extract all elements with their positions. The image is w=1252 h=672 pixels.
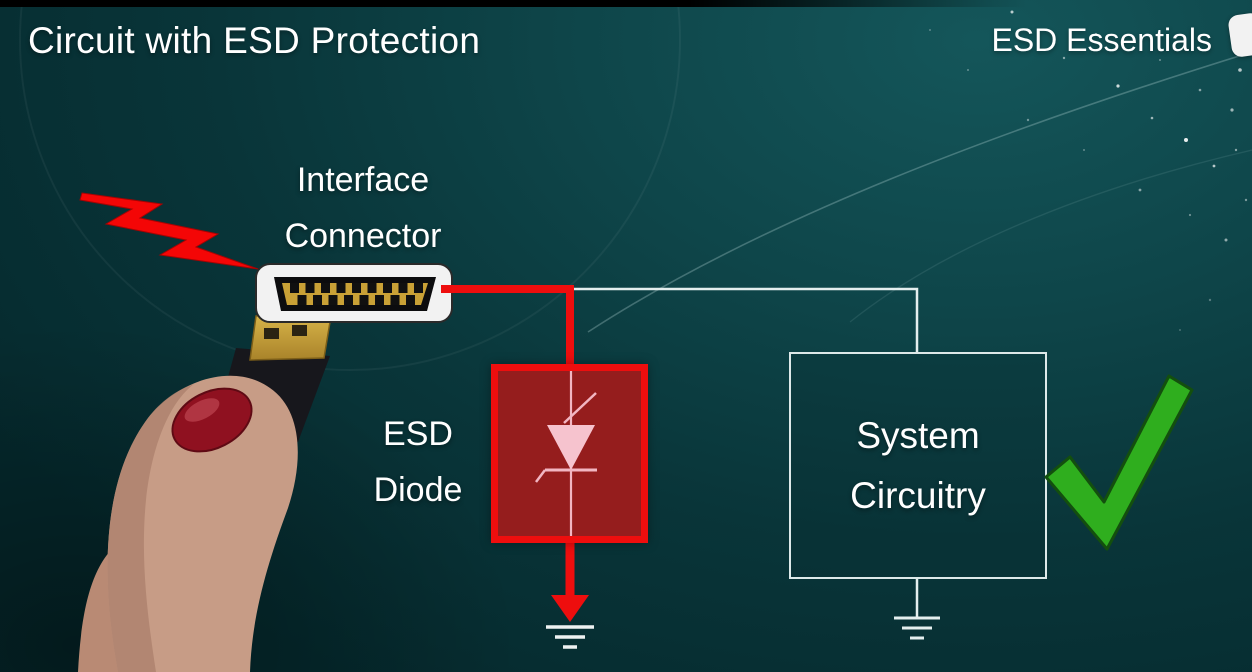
system-circuitry-label: System Circuitry (850, 415, 986, 516)
thumbnail-polish (171, 387, 253, 453)
hdmi-port-graphic (255, 263, 453, 323)
zener-diode-symbol (535, 371, 597, 536)
system-circuitry-box: System Circuitry (789, 352, 1047, 579)
slide-title: Circuit with ESD Protection (28, 20, 481, 61)
interface-connector-label: Interface Connector (284, 161, 442, 256)
esd-diode-label: ESD Diode (373, 415, 463, 510)
top-letterbox-strip (0, 0, 1252, 7)
hand-photo (78, 309, 333, 672)
red-wire (441, 285, 574, 370)
lightning-bolt-icon (79, 192, 259, 270)
star-dots (929, 10, 1248, 331)
esd-diode-box (491, 364, 648, 543)
diode-ground-symbol (546, 625, 594, 649)
system-ground-symbol (894, 579, 940, 640)
brand-text: ESD Essentials (991, 22, 1212, 58)
white-wire (572, 287, 919, 353)
ground-arrow (551, 541, 589, 622)
checkmark-icon (1044, 374, 1194, 551)
